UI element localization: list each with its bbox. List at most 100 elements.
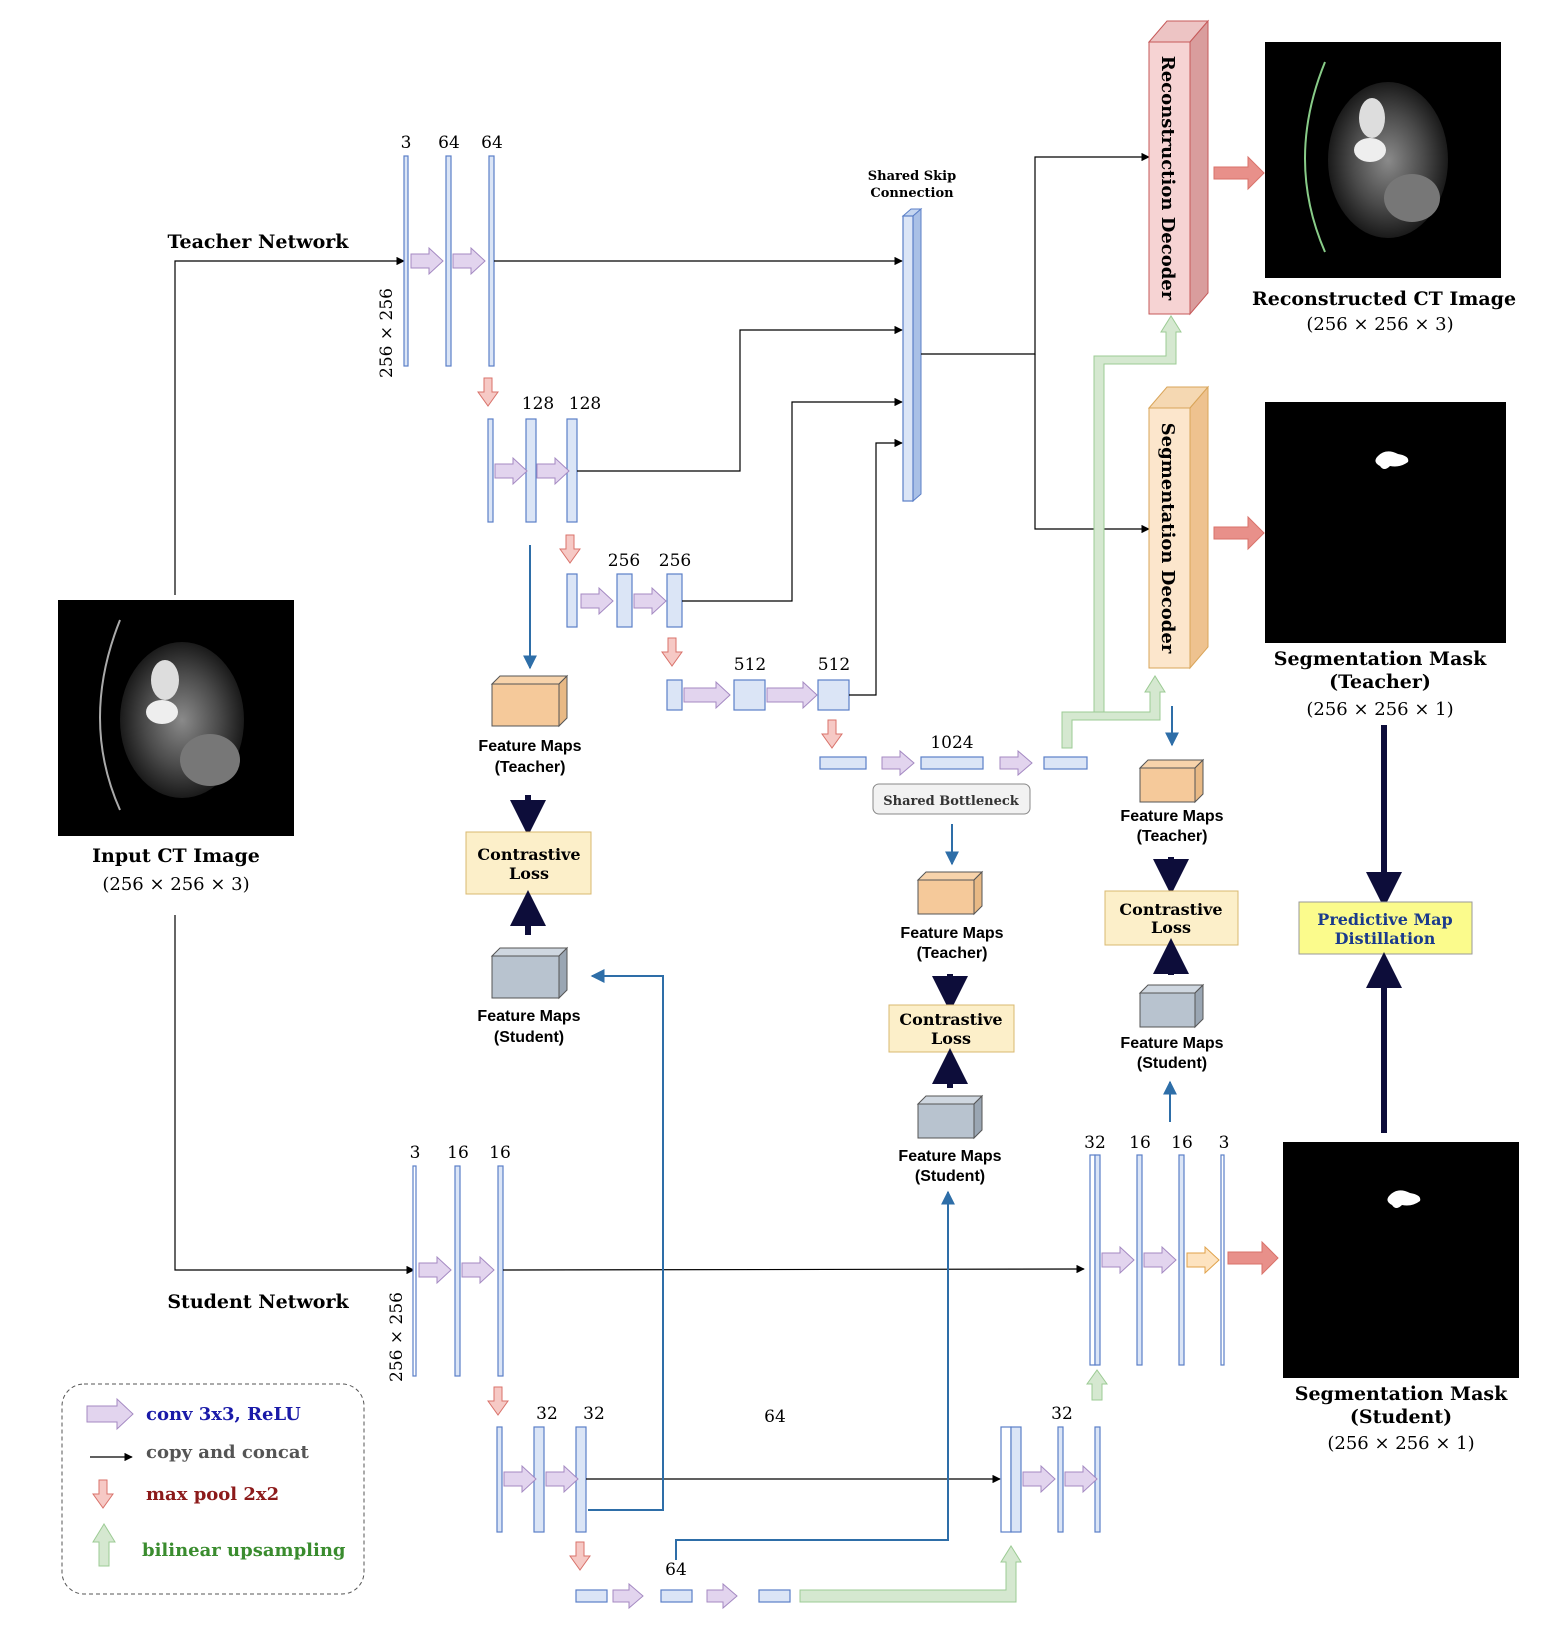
t-l3-block-c xyxy=(666,573,683,628)
conv-arrow xyxy=(766,680,818,710)
shared-bottleneck-label: Shared Bottleneck xyxy=(883,794,1020,809)
student-mask-title-1: Segmentation Mask xyxy=(1295,1383,1508,1405)
s-dec1-block-e xyxy=(1220,1154,1225,1366)
conv-arrow xyxy=(1022,1464,1056,1494)
legend-maxpool-icon xyxy=(92,1479,114,1509)
t-l1-ch-a: 3 xyxy=(401,133,412,153)
s-l1-ch-a: 3 xyxy=(410,1143,421,1163)
s-dec2-ch: 32 xyxy=(1051,1404,1073,1424)
pmd-label-2: Distillation xyxy=(1335,929,1436,948)
t-l1-block-b xyxy=(445,155,452,367)
skip-to-seg xyxy=(1034,354,1150,534)
conv-arrow xyxy=(683,680,731,710)
s-dec1-ch-d: 3 xyxy=(1219,1133,1230,1153)
pmd-box xyxy=(1298,901,1473,955)
contrastive-loss-3 xyxy=(1104,890,1239,946)
contrastive-loss-1 xyxy=(465,831,592,895)
teacher-input-arrow xyxy=(174,256,405,595)
s-dec1-ch-a: 32 xyxy=(1084,1133,1106,1153)
legend-maxpool-label: max pool 2x2 xyxy=(146,1484,279,1505)
t-skip-4 xyxy=(849,438,903,696)
recon-image-shape: (256 × 256 × 3) xyxy=(1306,314,1453,335)
conv-arrow xyxy=(706,1582,738,1610)
s-skip-1 xyxy=(502,1264,1085,1274)
fmap-teacher-1-label-1: Feature Maps xyxy=(478,738,581,755)
maxpool-arrow xyxy=(487,1386,509,1416)
legend-conv-icon xyxy=(86,1397,134,1431)
t-l4-block-b xyxy=(733,679,766,711)
t-l4-block-a xyxy=(666,679,683,711)
teacher-mask-title-1: Segmentation Mask xyxy=(1274,648,1487,670)
fmap-teacher-1-label-2: (Teacher) xyxy=(495,759,566,776)
maxpool-arrow xyxy=(821,719,843,749)
t-l4-ch-b: 512 xyxy=(818,655,850,675)
conv-arrow xyxy=(612,1582,644,1610)
fmap-teacher-2-label-2: (Teacher) xyxy=(917,945,988,962)
s-l1-ch-b: 16 xyxy=(447,1143,469,1163)
legend-conv-label: conv 3x3, ReLU xyxy=(146,1404,301,1425)
input-ct-image xyxy=(58,600,294,836)
t-l4-ch-a: 512 xyxy=(734,655,766,675)
s-dec1-ch-b: 16 xyxy=(1129,1133,1151,1153)
fmap-student-2 xyxy=(916,1094,984,1140)
segmentation-decoder-label: Segmentation Decoder xyxy=(1157,423,1178,654)
conv1x1-arrow xyxy=(1186,1245,1220,1275)
maxpool-arrow xyxy=(559,534,581,564)
reconstruction-decoder xyxy=(1147,19,1210,316)
fmap-student-1-label-2: (Student) xyxy=(494,1029,564,1046)
s-l1-block-b xyxy=(454,1165,461,1377)
conv-arrow xyxy=(633,586,667,616)
s-l1-resolution: 256 × 256 xyxy=(387,1292,407,1382)
student-mask-title-2: (Student) xyxy=(1350,1406,1452,1428)
reconstruction-decoder-label: Reconstruction Decoder xyxy=(1157,56,1178,301)
t-l1-ch-b: 64 xyxy=(438,133,460,153)
fmap-student-1-label-1: Feature Maps xyxy=(477,1008,580,1025)
shared-skip-label-2: Connection xyxy=(870,186,954,201)
s-dec1-block-a xyxy=(1089,1154,1096,1366)
conv-arrow xyxy=(1064,1464,1098,1494)
shared-skip-block xyxy=(901,207,923,503)
s-bottleneck-to-fmap xyxy=(675,1190,955,1560)
pmd-label-1: Predictive Map xyxy=(1317,910,1452,929)
t-l4-block-c xyxy=(817,679,850,711)
legend-upsample-icon xyxy=(92,1523,116,1567)
fmap-student-3-label-1: Feature Maps xyxy=(1120,1035,1223,1052)
s-l1-ch-c: 16 xyxy=(489,1143,511,1163)
t-l1-block-a xyxy=(403,155,409,367)
s-dec2-block-c xyxy=(1057,1426,1064,1533)
s-l2-block-a xyxy=(496,1426,503,1533)
s-bottleneck-block-b xyxy=(660,1589,693,1603)
shared-bottleneck-box xyxy=(872,783,1031,815)
conv-arrow xyxy=(545,1464,579,1494)
t-skip-3 xyxy=(682,397,903,602)
upsample-to-seg xyxy=(1061,675,1166,749)
conv-arrow xyxy=(461,1255,495,1285)
s-upsample-1 xyxy=(799,1545,1022,1603)
t-l2-ch-b: 128 xyxy=(569,394,601,414)
s-l2-to-fmap xyxy=(588,969,664,1511)
legend-upsample-label: bilinear upsampling xyxy=(142,1540,346,1561)
conv-arrow xyxy=(452,246,486,276)
t-l2-ch-a: 128 xyxy=(522,394,554,414)
t-l3-ch-a: 256 xyxy=(608,551,640,571)
fmap-teacher-1 xyxy=(490,674,569,728)
s-bottleneck-block-a xyxy=(575,1589,608,1603)
fmap-student-1 xyxy=(490,946,569,1000)
t-l3-ch-b: 256 xyxy=(659,551,691,571)
fmap-student-3-label-2: (Student) xyxy=(1137,1055,1207,1072)
fmap-teacher-2-label-1: Feature Maps xyxy=(900,925,1003,942)
t-l3-block-a xyxy=(566,573,578,628)
segmentation-decoder xyxy=(1147,385,1210,670)
recon-output-arrow xyxy=(1213,155,1265,191)
s-upsample-2 xyxy=(1086,1369,1108,1401)
conv-arrow xyxy=(536,456,570,486)
s-dec1-block-c xyxy=(1136,1154,1143,1366)
s-dec1-block-d xyxy=(1178,1154,1185,1366)
s-l1-block-c xyxy=(497,1165,504,1377)
conv-arrow xyxy=(1101,1245,1135,1275)
s-l2-ch-a: 32 xyxy=(536,1404,558,1424)
fmap-teacher-3-label-1: Feature Maps xyxy=(1120,808,1223,825)
legend-box xyxy=(61,1383,365,1595)
fmap-teacher-3 xyxy=(1138,758,1205,804)
